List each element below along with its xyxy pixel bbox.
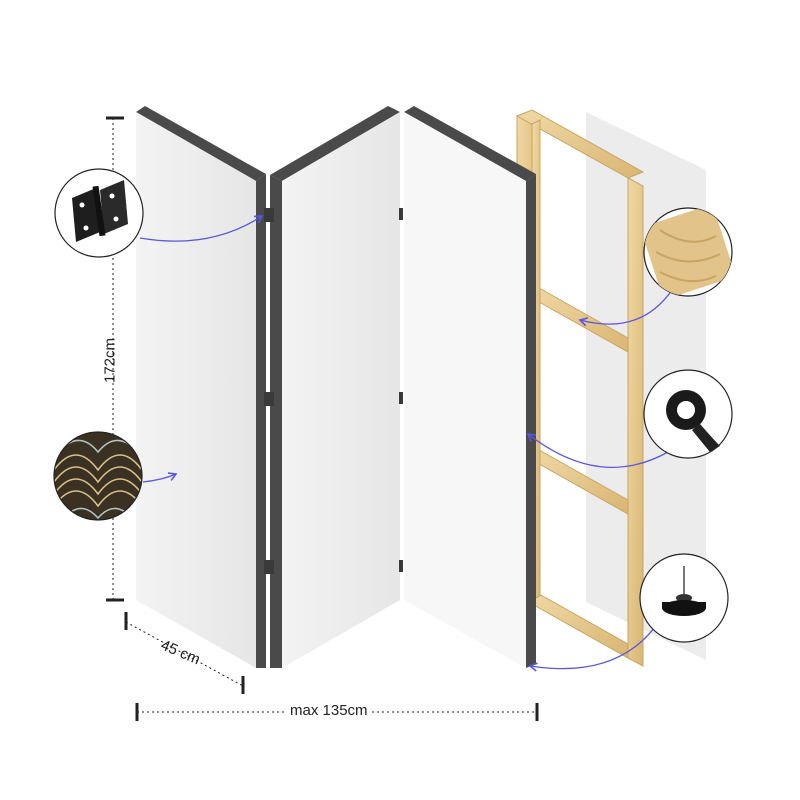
panel-right — [404, 106, 536, 668]
hinges — [264, 208, 403, 574]
callout-arrows — [139, 215, 673, 672]
panel-middle — [270, 106, 400, 668]
wood-sample-icon — [643, 207, 733, 297]
tape-roll-icon — [643, 369, 733, 459]
height-label: 172cm — [101, 337, 119, 384]
panel-left — [136, 106, 266, 668]
width-label: max 135cm — [286, 702, 372, 719]
pattern-swatch-icon — [53, 431, 143, 521]
hinge-icon — [54, 168, 144, 258]
depth-dimension — [124, 612, 245, 694]
foot-glide-icon — [639, 553, 729, 643]
